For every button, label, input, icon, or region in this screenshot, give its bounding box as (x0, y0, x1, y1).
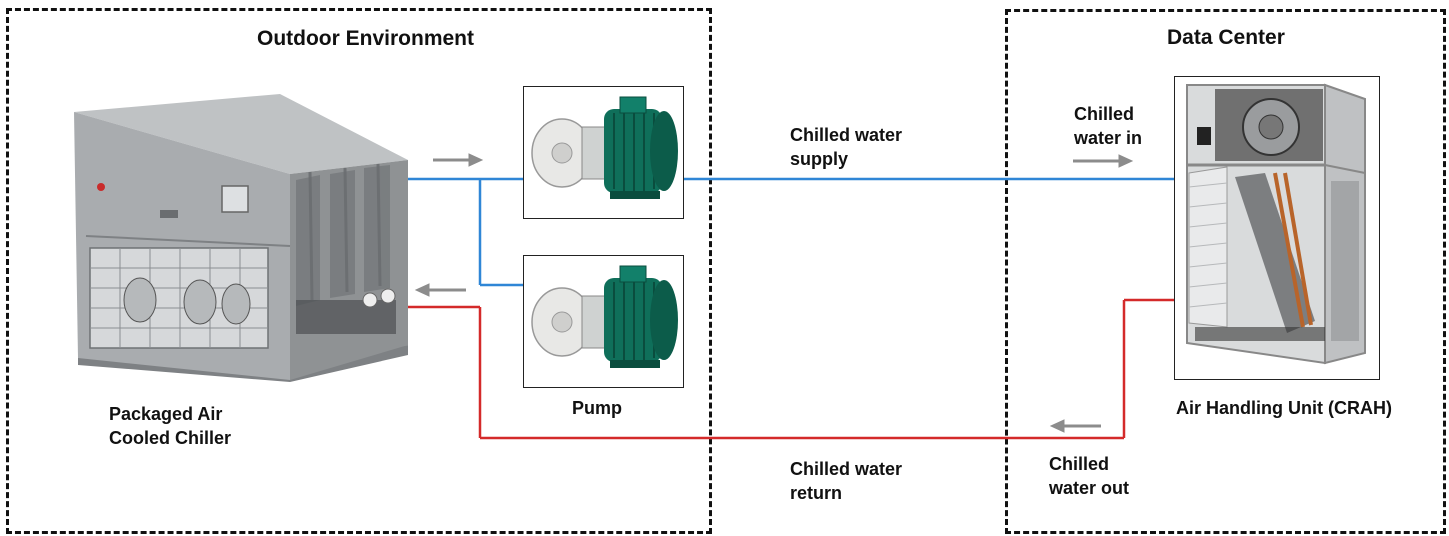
chilled-water-in-label: Chilled water in (1074, 104, 1143, 148)
data-center-region (1005, 9, 1446, 534)
outdoor-environment-title: Outdoor Environment (257, 27, 474, 50)
chiller-label: Packaged Air Cooled Chiller (109, 404, 232, 448)
flow-arrow-supply-outdoor (433, 153, 484, 167)
data-center-title: Data Center (1167, 26, 1285, 49)
pump-2-image-frame (523, 255, 684, 388)
chilled-water-return-label: Chilled water return (790, 459, 903, 503)
return-pipe (408, 298, 1175, 440)
pump-1-image-frame (523, 86, 684, 219)
crah-icon (1186, 83, 1366, 365)
pump-2-icon (531, 265, 678, 368)
outdoor-environment-region (6, 8, 712, 534)
pump-label: Pump (572, 398, 623, 418)
supply-pipe (408, 177, 1175, 287)
crah-image-frame (1174, 76, 1380, 380)
pump-1-icon (531, 96, 678, 199)
flow-arrow-chilled-out (1049, 419, 1101, 433)
crah-label: Air Handling Unit (CRAH) (1176, 398, 1392, 418)
flow-arrow-return-outdoor (414, 283, 466, 297)
chilled-water-out-label: Chilled water out (1049, 454, 1130, 498)
flow-arrow-chilled-in (1073, 154, 1134, 168)
chilled-water-supply-label: Chilled water supply (790, 125, 903, 169)
